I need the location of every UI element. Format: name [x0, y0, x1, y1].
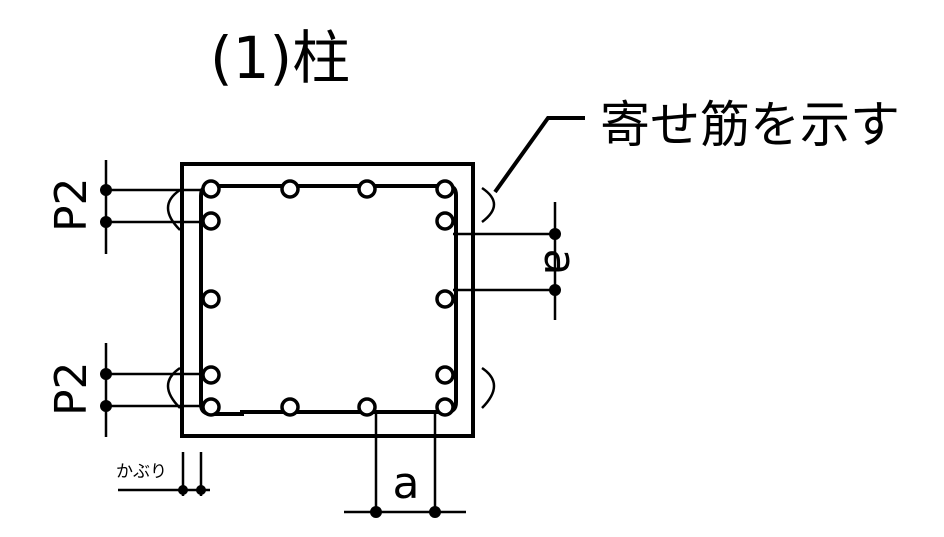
p2-top-label: P2: [46, 177, 97, 232]
rebar-left-gathered-2: [201, 365, 221, 385]
rebar-left-mid: [201, 289, 221, 309]
dim-dot: [100, 368, 112, 380]
main-bars: [201, 179, 455, 417]
a-bottom-label: a: [393, 458, 420, 509]
rebar-top-3: [357, 179, 377, 199]
dim-dot: [549, 284, 561, 296]
hoop-tie: [199, 184, 458, 416]
dim-dot: [100, 400, 112, 412]
cover-dimension: かぶり: [116, 452, 210, 496]
rebar-top-2: [280, 179, 300, 199]
bracket-left-top: [166, 188, 181, 231]
rebar-right-mid: [435, 289, 455, 309]
a-right-dimension: a: [453, 202, 585, 320]
rebar-bottom-3: [357, 397, 377, 417]
a-right-label: a: [534, 249, 585, 276]
p2-bottom-dimension: P2: [46, 343, 203, 437]
rebar-bottom-left: [201, 397, 221, 417]
dim-dot: [196, 485, 206, 495]
bracket-left-bottom: [166, 366, 181, 409]
p2-top-dimension: P2: [46, 160, 203, 254]
rebar-top-right: [435, 179, 455, 199]
rebar-bottom-2: [280, 397, 300, 417]
column-outline: [180, 162, 475, 438]
dim-dot: [370, 506, 382, 518]
bracket-right-top: [481, 186, 496, 223]
dim-dot: [100, 216, 112, 228]
diagram-title: (1)柱: [210, 24, 350, 92]
rebar-right-gathered-2: [435, 365, 455, 385]
cover-label: かぶり: [116, 462, 167, 482]
bracket-right-bottom: [481, 366, 496, 409]
gathered-bar-brackets: [166, 186, 496, 409]
rebar-left-gathered-1: [201, 211, 221, 231]
rebar-right-gathered-1: [435, 211, 455, 231]
callout-leader-line: [493, 116, 585, 194]
rebar-bottom-right: [435, 397, 455, 417]
dim-dot: [429, 506, 441, 518]
p2-bottom-label: P2: [46, 361, 97, 416]
callout-label: 寄せ筋を示す: [600, 96, 900, 154]
dim-dot: [100, 184, 112, 196]
rebar-top-left: [201, 179, 221, 199]
dim-dot: [549, 228, 561, 240]
dim-dot: [178, 485, 188, 495]
a-bottom-dimension: a: [344, 410, 466, 518]
